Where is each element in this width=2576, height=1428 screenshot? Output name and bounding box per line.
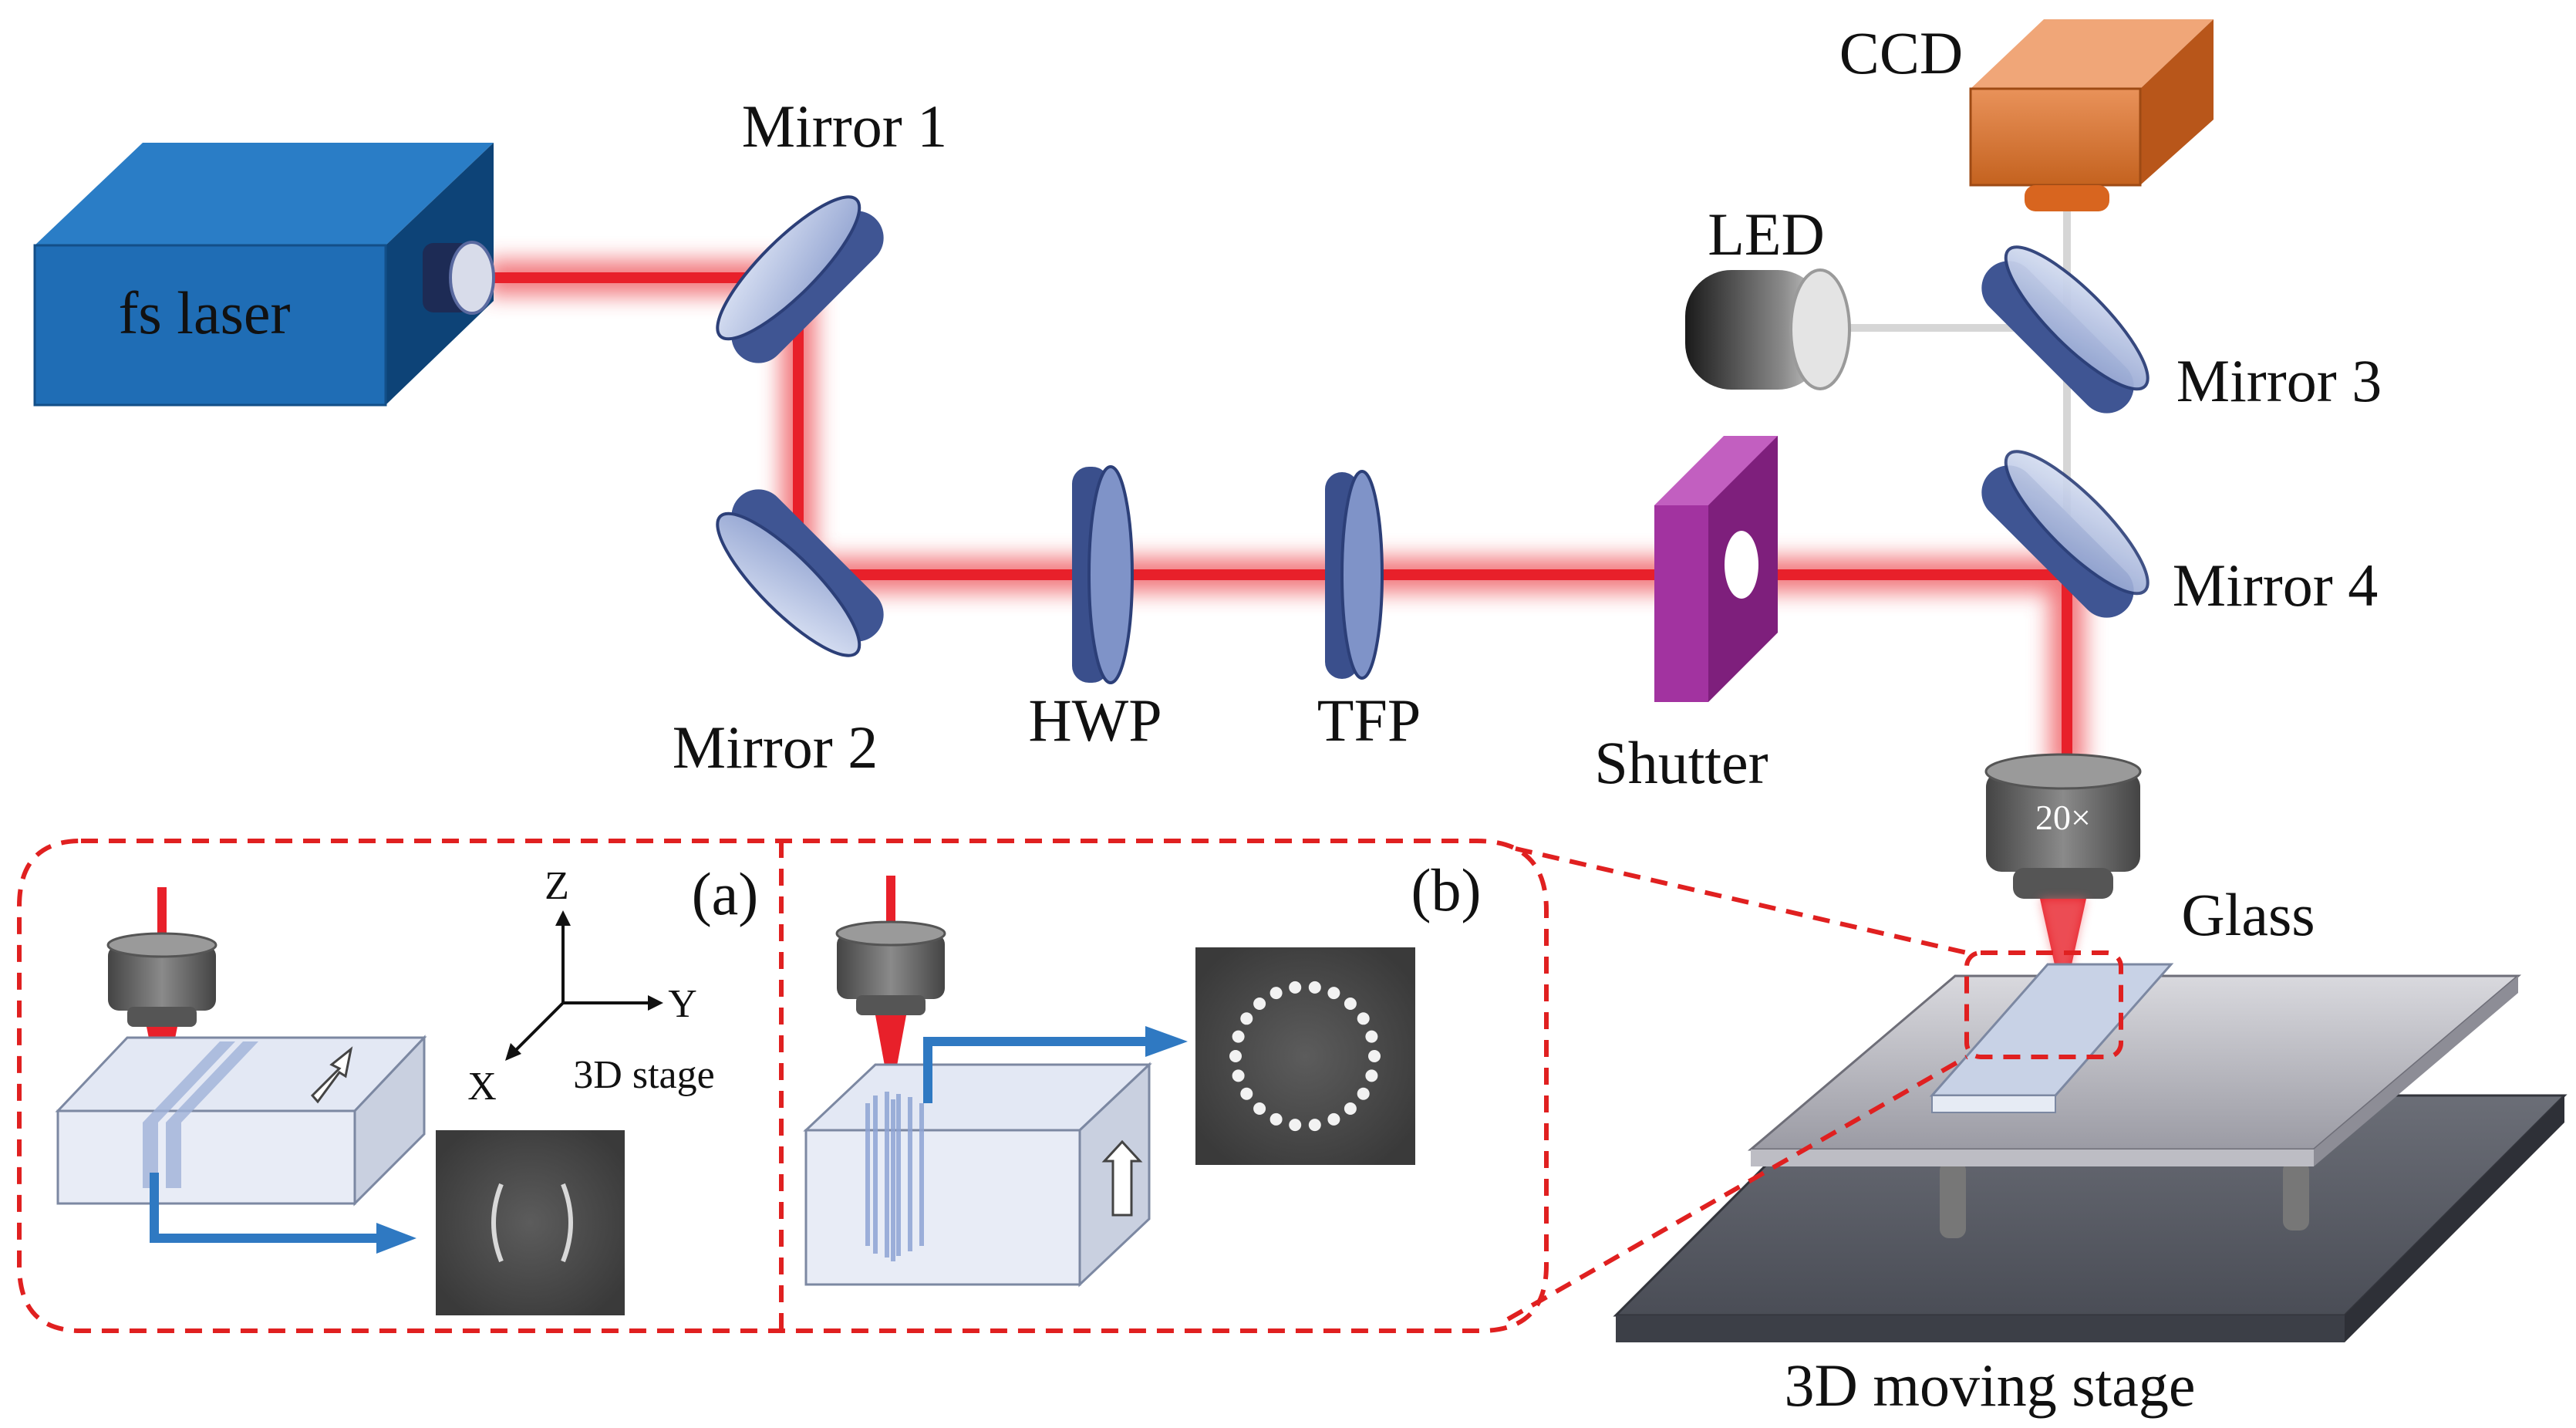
glass-label: Glass <box>2181 881 2315 948</box>
led-source <box>1685 268 1851 390</box>
ring-spot <box>1308 1119 1321 1132</box>
thin-film-polarizer <box>1325 470 1384 680</box>
tfp-label: TFP <box>1317 687 1421 754</box>
ring-spot <box>1308 981 1321 994</box>
shutter <box>1654 436 1778 702</box>
fs-laser-box: fs laser <box>33 143 495 407</box>
ring-spot <box>1357 1087 1370 1100</box>
axis-x-label: X <box>467 1065 497 1109</box>
led-label: LED <box>1708 201 1825 268</box>
inset-b-tag: (b) <box>1411 856 1482 923</box>
ring-spot <box>1229 1050 1242 1062</box>
mirror-3-label: Mirror 3 <box>2176 347 2382 414</box>
ring-spot <box>1289 1119 1302 1132</box>
ring-spot <box>1365 1030 1378 1043</box>
ring-spot <box>1253 998 1266 1010</box>
ring-spot <box>1365 1069 1378 1082</box>
inset-a-tag: (a) <box>692 860 759 927</box>
ring-spot <box>1240 1087 1253 1100</box>
moving-stage <box>1613 950 2568 1342</box>
mirror-4-label: Mirror 4 <box>2173 552 2378 619</box>
mirror-3 <box>1981 245 2149 414</box>
axis-y-label: Y <box>668 982 697 1026</box>
ring-spot <box>1269 1112 1283 1126</box>
ring-spot <box>1269 987 1283 1000</box>
ring-spot <box>1344 1102 1357 1115</box>
ring-spot <box>1327 1112 1340 1126</box>
ring-spot <box>1327 987 1340 1000</box>
ccd-camera <box>1969 19 2214 211</box>
ring-spot <box>1289 981 1302 994</box>
moving-stage-label: 3D moving stage <box>1785 1352 2196 1419</box>
ring-spot <box>1232 1069 1245 1082</box>
mirror-1-label: Mirror 1 <box>742 93 947 160</box>
shutter-label: Shutter <box>1594 729 1768 796</box>
inset-a: (a) Z Y X 3D stage <box>55 860 759 1315</box>
ccd-label: CCD <box>1839 19 1963 86</box>
ring-spot <box>1240 1012 1253 1025</box>
mirror-2 <box>716 489 884 657</box>
hwp-label: HWP <box>1028 687 1162 754</box>
ring-pattern <box>1229 981 1381 1132</box>
ring-spot <box>1232 1030 1245 1043</box>
inset-a-stage-label: 3D stage <box>573 1053 714 1097</box>
fs-laser-label: fs laser <box>118 279 290 346</box>
objective-lens: 20× <box>1984 753 2142 1003</box>
inset-b: (b) <box>803 856 1482 1288</box>
ring-spot <box>1344 998 1357 1010</box>
mirror-1 <box>716 195 884 363</box>
axis-z-label: Z <box>545 864 569 908</box>
mirror-4 <box>1981 450 2149 618</box>
ring-spot <box>1368 1050 1381 1062</box>
ring-spot <box>1357 1012 1370 1025</box>
inset-callout <box>17 839 1968 1333</box>
objective-label: 20× <box>2035 798 2091 837</box>
half-wave-plate <box>1072 465 1134 684</box>
ring-spot <box>1253 1102 1266 1115</box>
mirror-2-label: Mirror 2 <box>673 714 878 781</box>
